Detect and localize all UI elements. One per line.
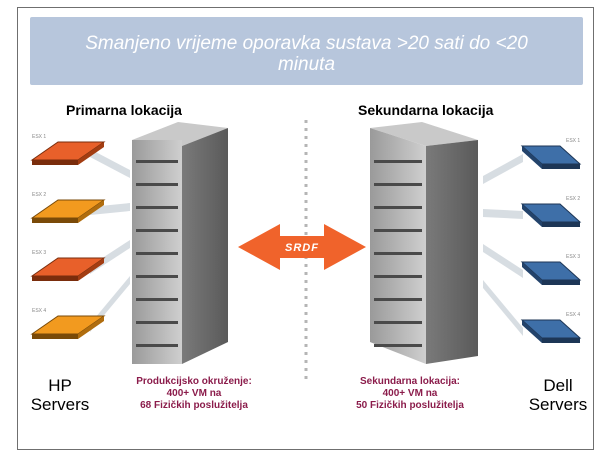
slide: Smanjeno vrijeme oporavka sustava >20 sa… [17, 7, 594, 450]
primary-caption-line3: 68 Fizičkih poslužitelja [140, 400, 248, 411]
primary-brand-line1: HP [48, 376, 72, 395]
primary-brand-line2: Servers [30, 395, 90, 414]
host-label: ESX 4 [32, 308, 46, 314]
host-label: ESX 1 [32, 134, 46, 140]
banner-title: Smanjeno vrijeme oporavka sustava >20 sa… [85, 33, 528, 75]
primary-caption: Produkcijsko okruženje: 400+ VM na 68 Fi… [120, 376, 268, 412]
secondary-caption-line2: 400+ VM na [382, 388, 438, 399]
secondary-caption-line3: 50 Fizičkih poslužitelja [356, 400, 464, 411]
secondary-location-title: Sekundarna lokacija [358, 102, 494, 118]
srdf-replication-arrow: SRDF [238, 224, 366, 270]
host-label: ESX 3 [566, 254, 580, 260]
title-banner: Smanjeno vrijeme oporavka sustava >20 sa… [30, 17, 583, 85]
secondary-caption: Sekundarna lokacija: 400+ VM na 50 Fizič… [336, 376, 484, 412]
primary-storage-rack [132, 122, 228, 364]
replication-diagram: SRDF ESX 1 ESX 2 ESX 3 ESX 4 ESX 1 [30, 120, 582, 380]
host-label: ESX 1 [566, 138, 580, 144]
secondary-brand-label: Dell Servers [524, 376, 592, 414]
primary-location-title: Primarna lokacija [66, 102, 182, 118]
secondary-host-group: ESX 1 ESX 2 ESX 3 ESX 4 [520, 138, 582, 343]
primary-connectors [90, 149, 130, 332]
secondary-brand-line2: Servers [528, 395, 588, 414]
secondary-storage-rack [370, 122, 478, 364]
secondary-connectors [483, 154, 523, 336]
primary-caption-line1: Produkcijsko okruženje: [136, 376, 252, 387]
primary-caption-line2: 400+ VM na [166, 388, 222, 399]
host-label: ESX 2 [32, 192, 46, 198]
srdf-label: SRDF [285, 242, 319, 254]
host-label: ESX 2 [566, 196, 580, 202]
secondary-caption-line1: Sekundarna lokacija: [359, 376, 461, 387]
primary-brand-label: HP Servers [30, 376, 90, 414]
secondary-brand-line1: Dell [543, 376, 573, 395]
primary-host-group: ESX 1 ESX 2 ESX 3 ESX 4 [30, 134, 106, 339]
host-label: ESX 4 [566, 312, 580, 318]
host-label: ESX 3 [32, 250, 46, 256]
